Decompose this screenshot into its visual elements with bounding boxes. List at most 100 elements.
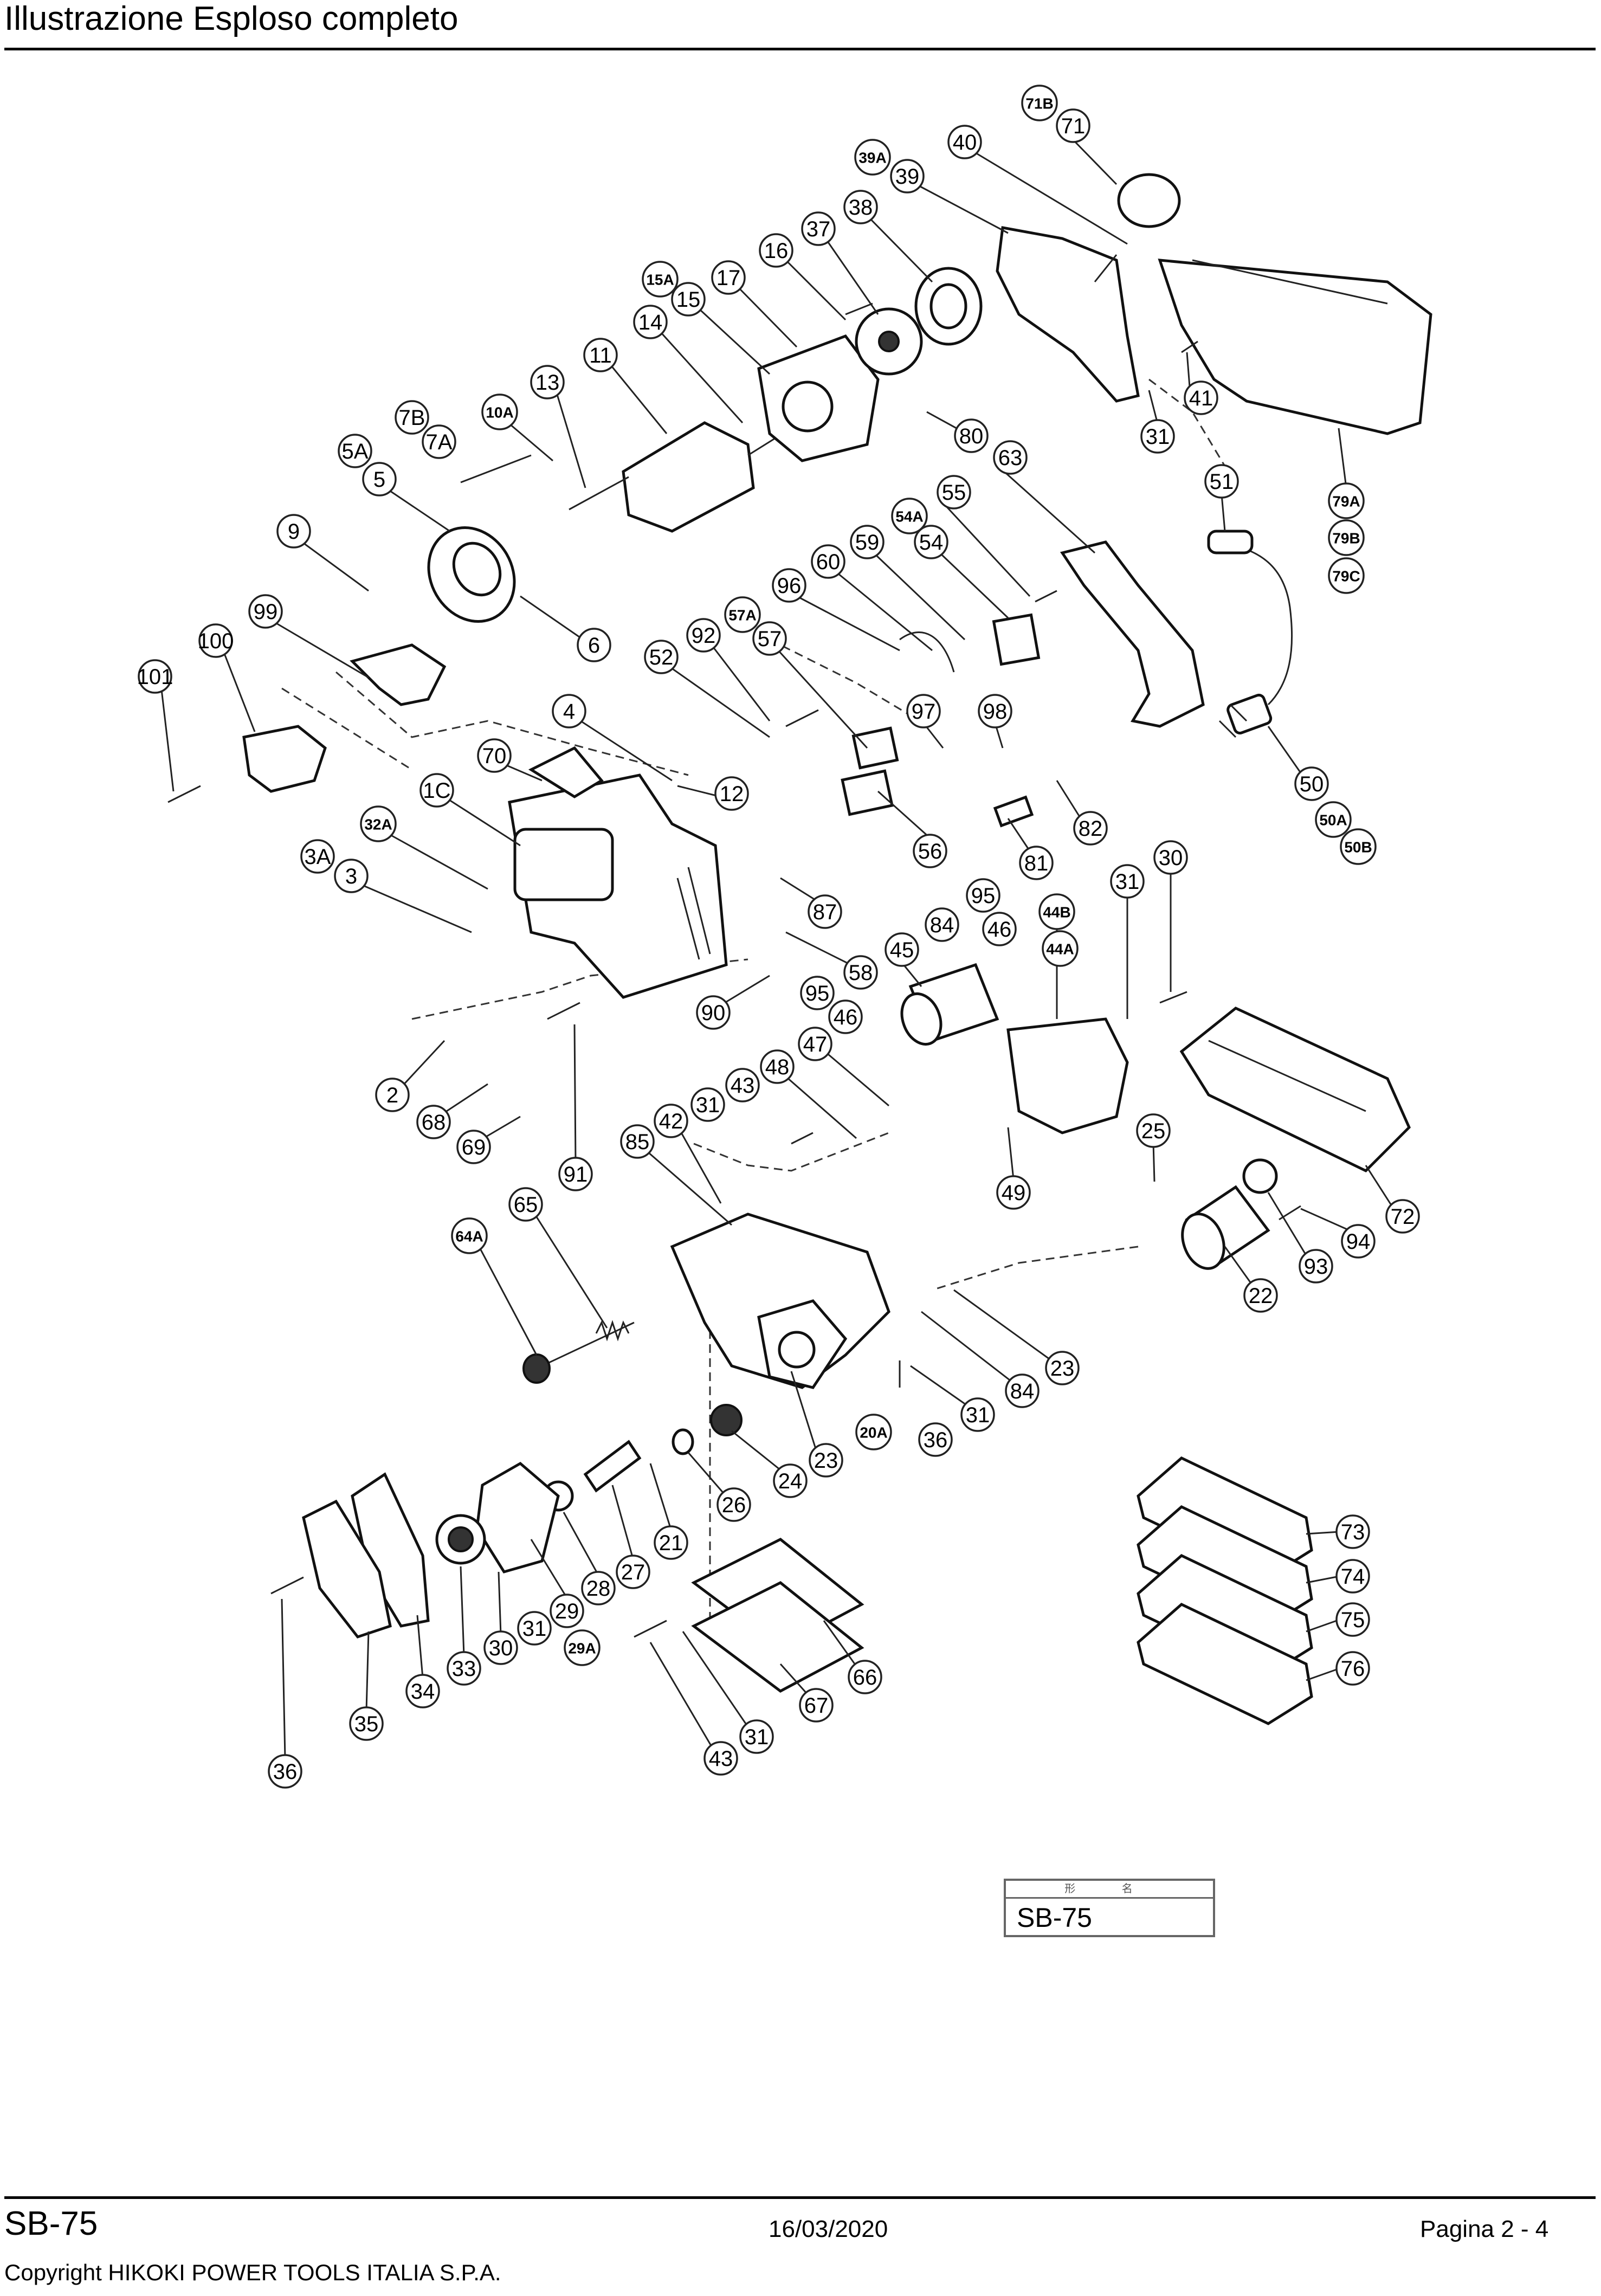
callout-label: 6 bbox=[588, 634, 600, 657]
callout-label: 96 bbox=[777, 574, 802, 598]
callout-label: 44A bbox=[1046, 941, 1074, 958]
callout-circle bbox=[885, 932, 919, 967]
callout-circle bbox=[724, 596, 761, 633]
callout-circle bbox=[1335, 1514, 1370, 1549]
callout-circle bbox=[581, 1571, 616, 1605]
base-plates bbox=[691, 1538, 864, 1693]
part-callout: 66 bbox=[848, 1660, 882, 1694]
part-callout: 79B bbox=[1328, 519, 1365, 556]
callout-label: 50A bbox=[1319, 812, 1347, 829]
callout-circle bbox=[300, 839, 335, 874]
callout-circle bbox=[716, 1487, 751, 1522]
callout-label: 60 bbox=[816, 550, 841, 574]
part-callout: 87 bbox=[808, 894, 842, 929]
callout-circle bbox=[913, 834, 947, 868]
part-callout: 32A bbox=[360, 805, 397, 842]
callout-label: 40 bbox=[953, 131, 977, 154]
part-callout: 34 bbox=[405, 1674, 440, 1708]
part-callout: 54A bbox=[891, 498, 928, 534]
part-callout: 95 bbox=[966, 878, 1000, 913]
callout-circle bbox=[517, 1611, 552, 1646]
callout-label: 3 bbox=[345, 865, 357, 888]
callout-label: 5 bbox=[373, 468, 385, 492]
footer-copyright: Copyright HIKOKI POWER TOOLS ITALIA S.P.… bbox=[4, 2260, 501, 2285]
callout-circle bbox=[1045, 1351, 1080, 1385]
part-callout: 5A bbox=[338, 434, 372, 468]
callout-label: 30 bbox=[1159, 846, 1183, 870]
callout-label: 1C bbox=[423, 779, 450, 803]
callout-circle bbox=[772, 568, 806, 603]
callout-circle bbox=[1315, 801, 1352, 838]
footer-model: SB-75 bbox=[4, 2205, 98, 2242]
part-callout: 91 bbox=[558, 1157, 593, 1191]
part-callout: 52 bbox=[644, 640, 679, 674]
callout-label: 44B bbox=[1043, 904, 1070, 921]
part-callout: 47 bbox=[798, 1027, 832, 1061]
part-callout: 27 bbox=[616, 1555, 650, 1589]
callout-circle bbox=[198, 623, 233, 658]
callout-label: 101 bbox=[137, 665, 173, 689]
footer-date: 16/03/2020 bbox=[769, 2216, 888, 2242]
callout-circle bbox=[644, 640, 679, 674]
callout-label: 2 bbox=[386, 1083, 398, 1107]
callout-label: 95 bbox=[805, 982, 830, 1005]
callout-label: 47 bbox=[803, 1033, 828, 1056]
part-callout: 31 bbox=[739, 1719, 774, 1754]
callout-circle bbox=[1328, 557, 1365, 594]
callout-label: 35 bbox=[354, 1712, 379, 1736]
callout-circle bbox=[843, 955, 878, 990]
part-callout: 84 bbox=[1005, 1373, 1040, 1408]
callout-label: 11 bbox=[589, 344, 612, 367]
callout-label: 23 bbox=[814, 1449, 838, 1473]
callout-label: 79A bbox=[1332, 493, 1360, 510]
drive-belt-and-cover bbox=[302, 1472, 430, 1639]
part-callout: 101 bbox=[137, 659, 173, 694]
callout-circle bbox=[550, 1594, 584, 1628]
callout-circle bbox=[334, 859, 369, 893]
part-callout: 93 bbox=[1299, 1249, 1333, 1284]
callout-label: 54A bbox=[895, 508, 923, 525]
part-callout: 70 bbox=[477, 738, 512, 773]
callout-label: 34 bbox=[411, 1680, 435, 1704]
part-callout: 31 bbox=[1140, 419, 1175, 454]
callout-label: 4 bbox=[563, 700, 575, 724]
drive-roller bbox=[1181, 1158, 1278, 1270]
part-callout: 58 bbox=[843, 955, 878, 990]
part-callout: 44A bbox=[1042, 930, 1079, 967]
part-callout: 11 bbox=[583, 338, 618, 372]
callout-label: 38 bbox=[849, 196, 873, 220]
callout-circle bbox=[891, 498, 928, 534]
callout-circle bbox=[954, 418, 989, 453]
part-callout: 14 bbox=[633, 305, 668, 339]
callout-label: 37 bbox=[806, 217, 831, 241]
callout-circle bbox=[1299, 1249, 1333, 1284]
callout-label: 85 bbox=[625, 1130, 650, 1154]
tension-frame bbox=[1006, 1017, 1129, 1134]
callout-circle bbox=[477, 738, 512, 773]
part-callout: 29 bbox=[550, 1594, 584, 1628]
callout-label: 36 bbox=[273, 1760, 298, 1784]
part-callout: 38 bbox=[843, 190, 878, 224]
callout-label: 67 bbox=[804, 1694, 829, 1718]
part-callout: 3A bbox=[300, 839, 335, 874]
callout-label: 93 bbox=[1304, 1255, 1328, 1279]
part-callout: 50A bbox=[1315, 801, 1352, 838]
callout-circle bbox=[508, 1187, 543, 1222]
part-callout: 99 bbox=[248, 594, 283, 629]
callout-circle bbox=[696, 995, 731, 1030]
callout-label: 41 bbox=[1189, 386, 1213, 410]
callout-circle bbox=[620, 1124, 655, 1159]
fan-bracket bbox=[757, 334, 880, 462]
part-callout: 95 bbox=[800, 976, 835, 1010]
callout-circle bbox=[714, 776, 749, 811]
part-callout: 41 bbox=[1184, 380, 1218, 415]
callout-circle bbox=[375, 1078, 410, 1112]
leader-lines bbox=[160, 139, 1394, 1759]
part-callout: 54 bbox=[914, 525, 948, 559]
callout-circle bbox=[447, 1651, 481, 1686]
callout-circle bbox=[843, 190, 878, 224]
callout-label: 46 bbox=[834, 1005, 858, 1029]
callout-label: 31 bbox=[1146, 425, 1170, 449]
callout-label: 94 bbox=[1346, 1230, 1371, 1254]
